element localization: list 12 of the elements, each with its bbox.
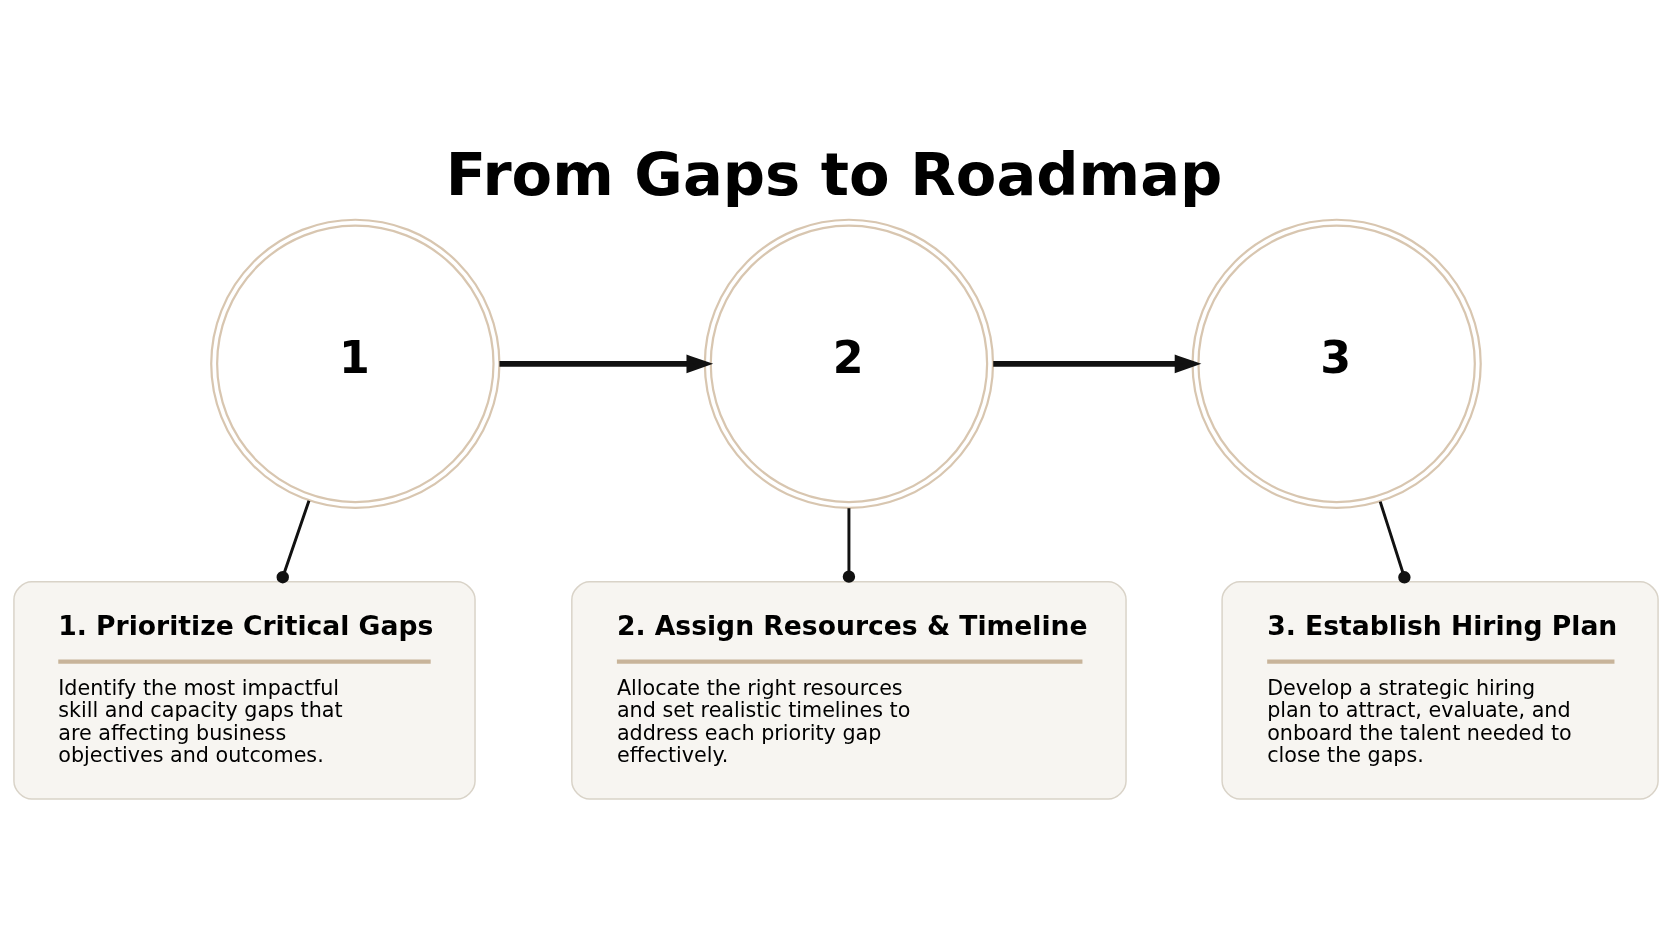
node-circle: 1: [210, 218, 501, 509]
connector: [1378, 500, 1411, 584]
diagram-title: From Gaps to Roadmap: [445, 139, 1223, 209]
arrow: [993, 354, 1202, 373]
node-box: 3. Establish Hiring Plan Develop a strategic hiring plan to attract, evaluate, and onboard the talent needed to close the gaps.: [1221, 580, 1659, 800]
connector: [276, 499, 311, 583]
node-circle: 2: [703, 218, 995, 509]
connector: [842, 507, 856, 583]
arrow: [499, 354, 714, 373]
node-circle: 3: [1191, 218, 1482, 509]
node-box: 2. Assign Resources & Timeline Allocate the right resources and set realistic timelines to address each priority gap effectively.: [571, 580, 1127, 800]
node-box: 1. Prioritize Critical Gaps Identify the most impactful skill and capacity gaps that are affecting business objectives and outcomes.: [13, 580, 476, 800]
